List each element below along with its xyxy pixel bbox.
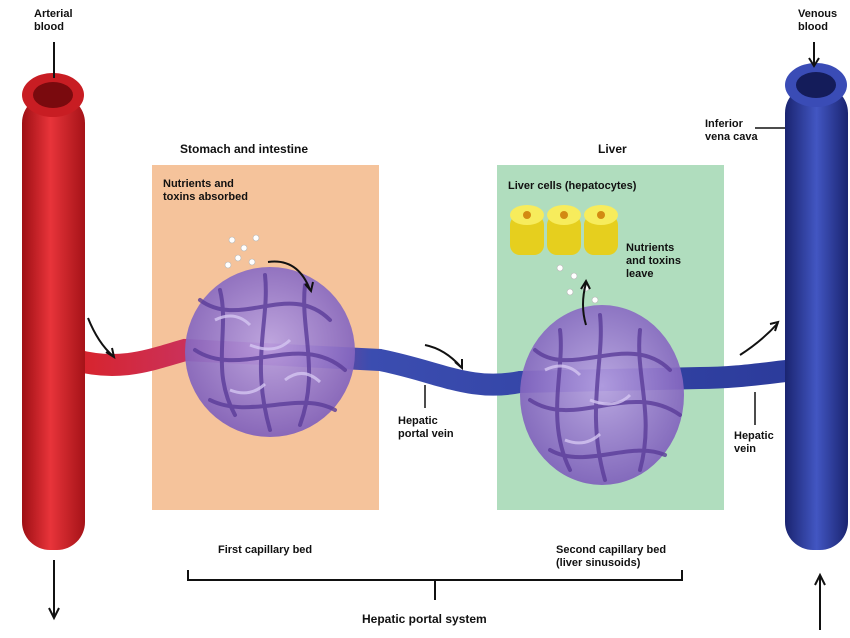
hepatic-portal-system-label: Hepatic portal system — [362, 612, 487, 626]
arterial-vessel — [22, 73, 85, 550]
hepatocyte-cells — [510, 205, 618, 255]
first-capillary-bed — [185, 267, 355, 437]
second-capillary-bed — [520, 305, 684, 485]
hepatic-vein-label: Hepatic vein — [734, 430, 774, 456]
inferior-vena-cava-label: Inferior vena cava — [705, 118, 758, 144]
stomach-intestine-label: Stomach and intestine — [180, 142, 308, 156]
arterial-blood-label: Arterial blood — [34, 8, 73, 34]
nutrients-leave-label: Nutrients and toxins leave — [626, 242, 681, 281]
first-capillary-bed-label: First capillary bed — [218, 544, 312, 557]
nutrients-absorbed-label: Nutrients and toxins absorbed — [163, 178, 248, 204]
liver-cells-label: Liver cells (hepatocytes) — [508, 180, 636, 193]
venous-blood-label: Venous blood — [798, 8, 837, 34]
hepatic-portal-bracket — [188, 570, 682, 600]
liver-label: Liver — [598, 142, 627, 156]
hepatic-portal-vein-label: Hepatic portal vein — [398, 415, 454, 441]
second-capillary-bed-label: Second capillary bed (liver sinusoids) — [556, 544, 666, 570]
venous-vessel — [785, 63, 848, 550]
